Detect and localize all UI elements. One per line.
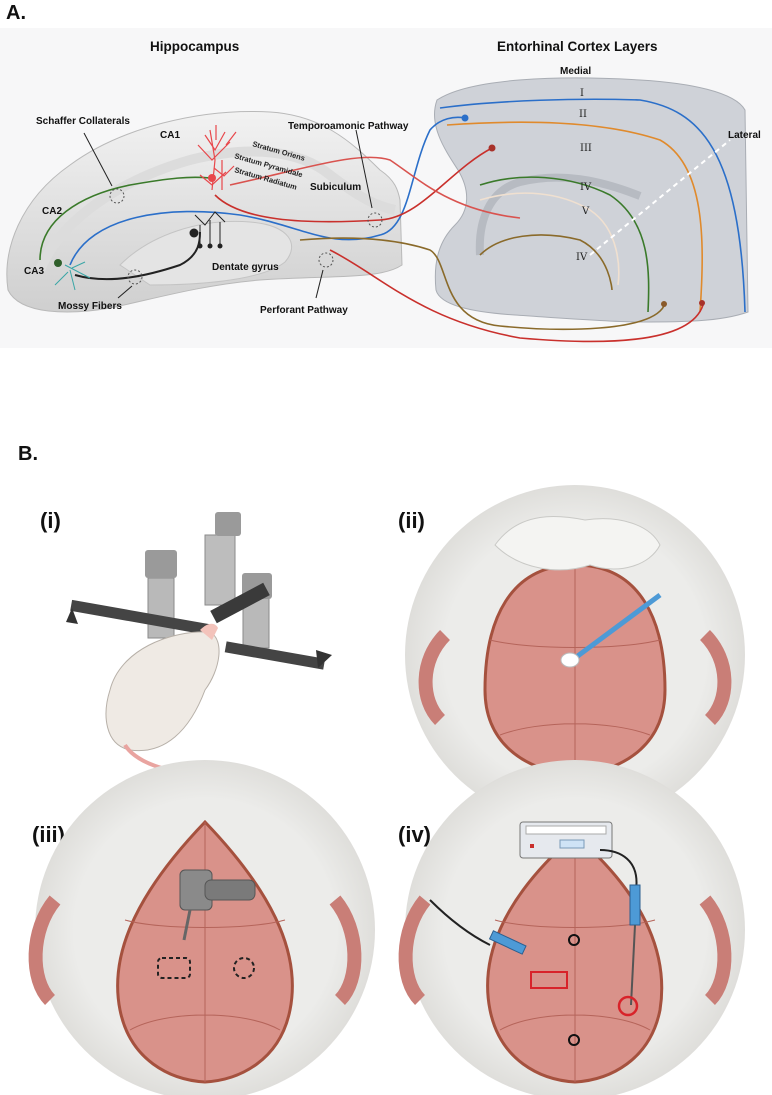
- layer-label-5: V: [581, 206, 590, 217]
- label-ca1: CA1: [160, 130, 180, 141]
- blue-layer-line: [439, 98, 746, 313]
- dentate-neurons: [194, 211, 226, 245]
- subpanel-ii: (ii): [398, 485, 745, 825]
- cotton-gauze: [494, 515, 661, 571]
- electrode-right: [629, 884, 641, 926]
- dentate-terminal: [189, 228, 199, 238]
- green-schaffer-pathway: [39, 176, 211, 261]
- hippocampus-title: Hippocampus: [150, 39, 239, 54]
- panel-b-letter: B.: [18, 443, 38, 465]
- red-terminal-2: [699, 300, 705, 306]
- red-return-pathway: [329, 249, 704, 343]
- label-temporoammonic: Temporoamonic Pathway: [288, 121, 409, 132]
- dentate-cell-1: [197, 243, 203, 249]
- label-lateral: Lateral: [728, 130, 761, 141]
- label-ca3: CA3: [24, 266, 44, 277]
- skull-sutures-ii: [489, 566, 661, 775]
- swab-stick: [573, 592, 662, 661]
- ca1-neurons: [197, 125, 237, 191]
- cream-layer-line: [479, 192, 620, 286]
- skull-sutures-iii: [124, 822, 286, 1082]
- label-dentate: Dentate gyrus: [212, 262, 279, 273]
- green-layer-line: [479, 176, 650, 313]
- mossy-marker: [127, 269, 143, 285]
- pathways: [39, 98, 746, 343]
- orange-layer-line: [446, 121, 703, 313]
- ear-left-iii: [28, 895, 61, 1005]
- layer-label-4: IV: [580, 182, 592, 193]
- ear-left-ii: [418, 630, 451, 725]
- swab-tip: [560, 652, 580, 668]
- craniotomy-rect: [157, 957, 191, 979]
- cable-left: [429, 899, 491, 946]
- ear-left-iv: [398, 895, 431, 1005]
- sub-label-iv: (iv): [398, 822, 431, 847]
- temporoammonic-marker: [367, 212, 383, 228]
- red-long-pathway: [229, 156, 521, 219]
- label-medial: Medial: [560, 66, 591, 77]
- dentate-cell-2: [207, 243, 213, 249]
- subpanel-iii: (iii): [28, 760, 375, 1095]
- ear-right-iv: [699, 895, 732, 1005]
- brown-layer-line: [479, 234, 613, 291]
- entorhinal-title: Entorhinal Cortex Layers: [497, 39, 658, 54]
- stereotaxic-frame: [66, 512, 332, 670]
- lateral-dashed-line: [589, 139, 731, 256]
- anchor-screw-top: [568, 934, 580, 946]
- label-ca2: CA2: [42, 206, 62, 217]
- stimulator-box: [519, 821, 613, 859]
- ear-right-ii: [699, 630, 732, 725]
- electrode-left: [488, 930, 527, 955]
- drill-illustration: [179, 869, 256, 941]
- subpanel-i: (i): [40, 508, 332, 776]
- sub-label-i: (i): [40, 508, 61, 533]
- electrode-right-shaft: [630, 924, 636, 1006]
- ear-right-iii: [329, 895, 362, 1005]
- layer-label-3: III: [580, 143, 592, 154]
- blue-pathway: [69, 116, 466, 266]
- sub-label-ii: (ii): [398, 508, 425, 533]
- layer-label-6: IV: [576, 252, 588, 263]
- anchor-screw-bottom: [568, 1034, 580, 1046]
- blue-terminal: [461, 114, 469, 122]
- pointer-arrows: [83, 129, 373, 299]
- panel-a: A. Hippocampus Entorhinal Cortex Layers: [0, 2, 772, 348]
- subpanel-iv: (iv): [398, 760, 745, 1095]
- red-pathway: [214, 147, 493, 223]
- red-terminal: [488, 144, 496, 152]
- recording-site-rect: [530, 971, 568, 989]
- entorhinal-cortex-shape: [434, 77, 749, 323]
- skull-sutures-iv: [494, 836, 656, 1082]
- ca3-terminal: [54, 259, 62, 267]
- layer-label-1: I: [580, 88, 584, 99]
- rat-illustration: [105, 623, 231, 776]
- brown-pathway: [299, 237, 665, 331]
- perforant-marker: [318, 252, 334, 268]
- label-schaffer: Schaffer Collaterals: [36, 116, 130, 127]
- label-mossy: Mossy Fibers: [58, 301, 122, 312]
- stimulation-site-circle: [617, 995, 639, 1017]
- dentate-cell-3: [217, 243, 223, 249]
- cable-right: [599, 849, 638, 891]
- ca1-cell-body: [208, 174, 216, 182]
- panel-a-letter: A.: [6, 2, 26, 24]
- label-subiculum: Subiculum: [310, 182, 361, 193]
- label-perforant: Perforant Pathway: [260, 305, 348, 316]
- mossy-fiber-pathway: [74, 231, 201, 281]
- craniotomy-circle: [233, 957, 255, 979]
- layer-label-2: II: [579, 109, 587, 120]
- ca3-neuron: [54, 261, 91, 291]
- schaffer-marker: [109, 188, 125, 204]
- brown-terminal: [661, 301, 667, 307]
